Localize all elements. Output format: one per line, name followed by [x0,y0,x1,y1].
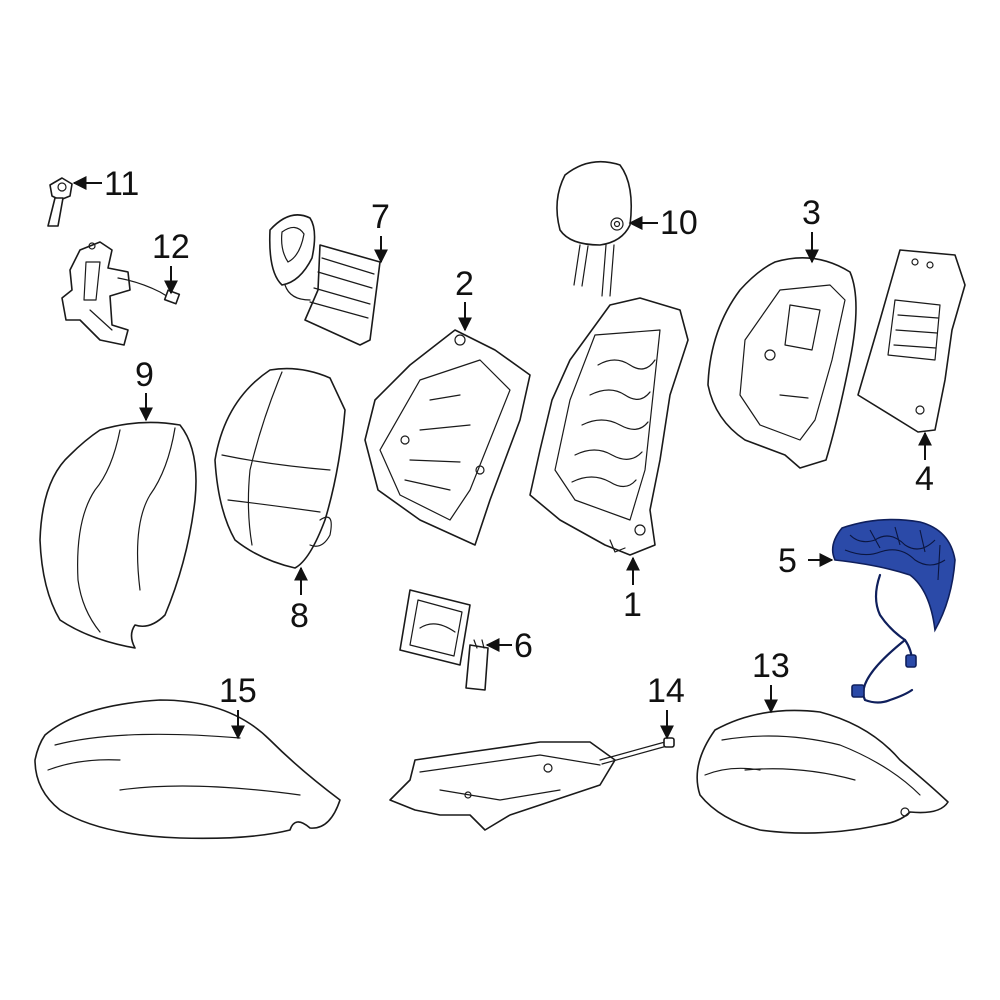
callout-1: 1 [623,586,642,624]
part-5-heater-mat[interactable] [831,518,956,704]
callout-8: 8 [290,597,309,635]
callout-12: 12 [152,228,190,266]
part-10-headrest[interactable] [556,160,633,297]
part-11-pin[interactable] [47,177,73,227]
callout-3: 3 [802,194,821,232]
callout-14: 14 [647,672,685,710]
part-3-backrest-shell[interactable] [707,256,857,469]
callout-2: 2 [455,265,474,303]
callout-labels: 11 12 7 9 8 2 10 1 3 4 5 6 15 14 13 [104,165,934,710]
callout-7: 7 [371,198,390,236]
callout-4: 4 [915,460,934,498]
callout-11: 11 [104,165,139,203]
part-14-seat-pan[interactable] [389,737,675,831]
part-2-backrest-frame[interactable] [364,329,531,546]
part-15-cushion-cover[interactable] [34,699,341,840]
part-12-bracket[interactable] [61,241,181,346]
leader-arrows [72,176,932,740]
callout-10: 10 [660,204,698,242]
part-13-seat-cushion[interactable] [696,709,949,834]
part-9-backrest-cover[interactable] [39,421,197,649]
part-7-airbag-module[interactable] [268,214,381,346]
part-4-rear-panel[interactable] [857,249,966,433]
part-8-backrest-pad[interactable] [214,367,346,569]
callout-13: 13 [752,647,790,685]
callout-15: 15 [219,672,257,710]
callout-9: 9 [135,356,154,394]
callout-6: 6 [514,627,533,665]
part-6-lumbar-module[interactable] [399,589,489,691]
part-1-backrest-frame-springs[interactable] [529,297,689,556]
callout-5: 5 [778,542,797,580]
